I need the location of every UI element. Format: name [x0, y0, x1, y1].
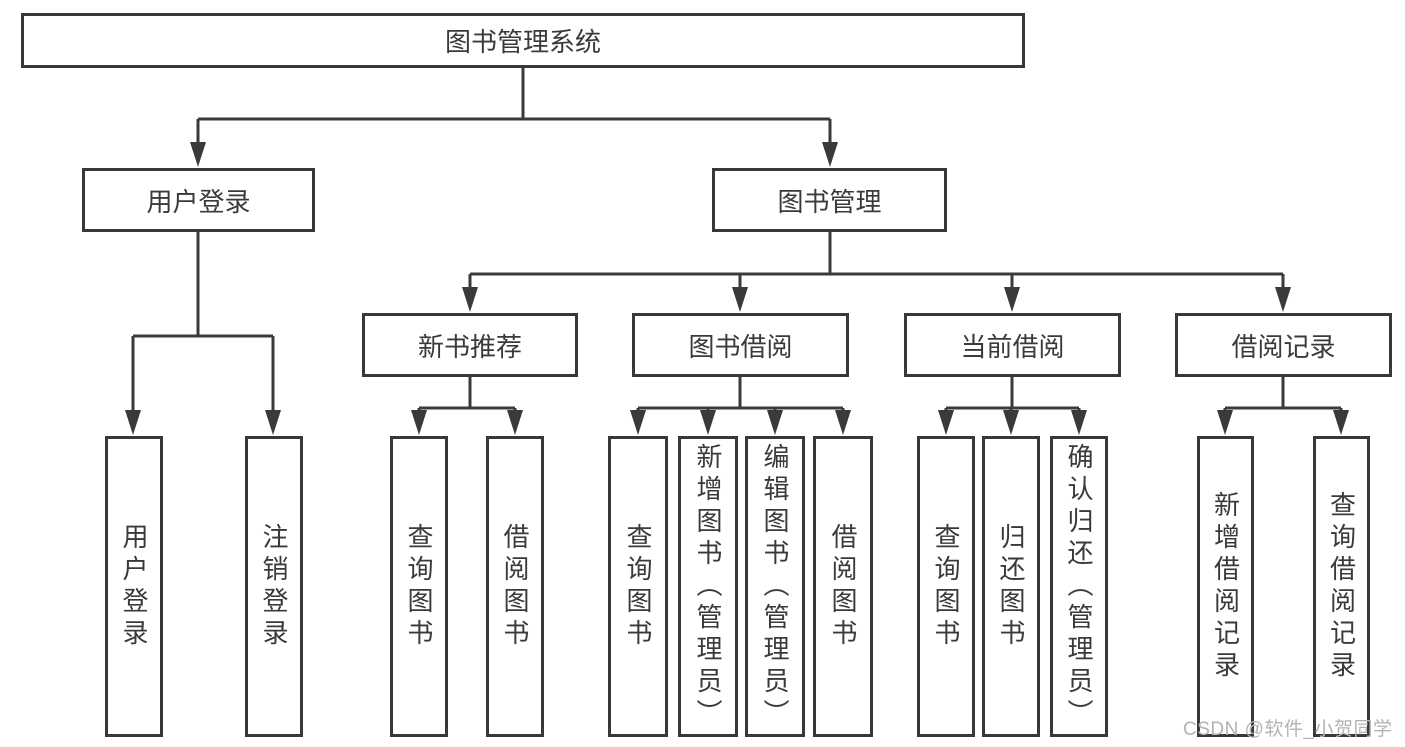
edges-book-borrow-to-leaves [630, 377, 851, 435]
edge-line [944, 377, 1081, 414]
node-borrow-records: 借阅记录 [1175, 313, 1392, 377]
node-label: 借阅图书 [828, 522, 859, 651]
edges-borrow-records-to-leaves [1217, 377, 1349, 435]
node-label: 归还图书 [996, 522, 1027, 651]
node-user-login: 用户登录 [82, 168, 315, 232]
node-leaf-borrow-borrow-books: 借阅图书 [813, 436, 873, 737]
node-label: 查询图书 [404, 522, 435, 651]
node-label: 查询借阅记录 [1326, 490, 1357, 683]
node-leaf-records-query-record: 查询借阅记录 [1313, 436, 1370, 737]
edges-new-book-recommend-to-leaves [411, 377, 523, 435]
arrowhead-icon [938, 410, 1087, 435]
node-label: 查询图书 [623, 522, 654, 651]
edge-line [636, 377, 845, 414]
edges-book-management-to-level3 [462, 232, 1291, 312]
node-leaf-current-confirm-return: 确认归还（管理员） [1050, 436, 1108, 737]
arrowhead-icon [462, 287, 1291, 312]
node-leaf-user-login: 用户登录 [105, 436, 163, 737]
node-leaf-borrow-add-books: 新增图书（管理员） [678, 436, 738, 737]
node-new-book-recommend: 新书推荐 [362, 313, 578, 377]
node-leaf-borrow-edit-books: 编辑图书（管理员） [745, 436, 805, 737]
csdn-watermark: CSDN @软件_小贺同学 [1183, 719, 1393, 740]
edge-line [417, 377, 517, 414]
node-current-borrow: 当前借阅 [904, 313, 1121, 377]
node-leaf-borrow-query-books: 查询图书 [608, 436, 668, 737]
edge-line [131, 232, 275, 412]
arrowhead-icon [125, 410, 281, 435]
edges-root-to-level2 [190, 68, 838, 167]
node-label: 确认归还（管理员） [1064, 442, 1095, 731]
arrowhead-icon [1217, 410, 1349, 435]
arrowhead-icon [411, 410, 523, 435]
arrowhead-icon [630, 410, 851, 435]
node-book-borrow: 图书借阅 [632, 313, 849, 377]
node-leaf-current-return-books: 归还图书 [982, 436, 1040, 737]
node-label: 新增图书（管理员） [693, 442, 724, 731]
arrowhead-icon [190, 142, 838, 167]
edge-line [1223, 377, 1343, 414]
edges-user-login-to-leaves [125, 232, 281, 435]
node-label: 借阅图书 [500, 522, 531, 651]
node-leaf-records-add-record: 新增借阅记录 [1197, 436, 1254, 737]
edge-line [196, 68, 832, 144]
node-label: 编辑图书（管理员） [760, 442, 791, 731]
node-book-management: 图书管理 [712, 168, 947, 232]
node-leaf-logout: 注销登录 [245, 436, 303, 737]
node-library-management-system: 图书管理系统 [21, 13, 1025, 68]
node-label: 查询图书 [931, 522, 962, 651]
edges-current-borrow-to-leaves [938, 377, 1087, 435]
node-leaf-recommend-query-books: 查询图书 [390, 436, 448, 737]
node-label: 用户登录 [119, 522, 150, 651]
edge-line [468, 232, 1285, 290]
node-label: 新增借阅记录 [1210, 490, 1241, 683]
node-leaf-recommend-borrow-books: 借阅图书 [486, 436, 544, 737]
node-leaf-current-query-books: 查询图书 [917, 436, 975, 737]
node-label: 注销登录 [259, 522, 290, 651]
